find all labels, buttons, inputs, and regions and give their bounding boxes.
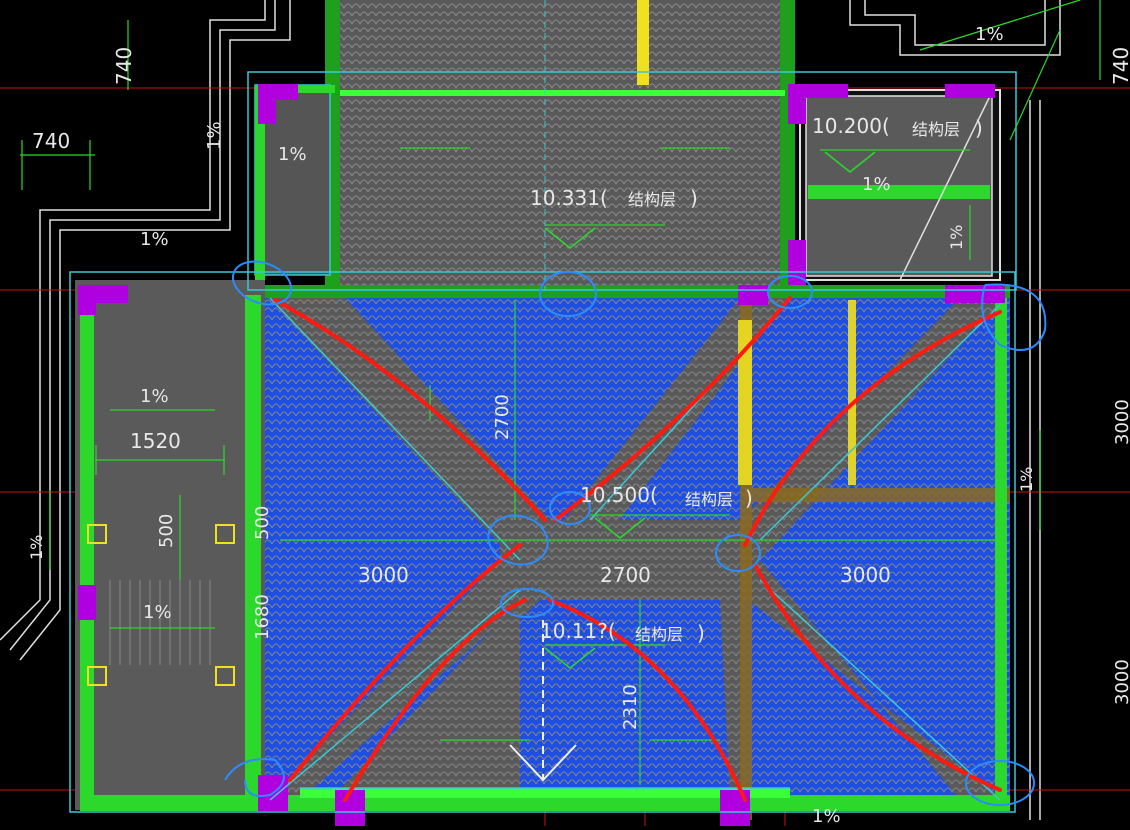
dim-3000-right: 3000 (840, 563, 891, 587)
slope-label-left-outer: 1% (140, 229, 169, 250)
dim-1680: 1680 (252, 594, 273, 640)
elevation-top-close: ) (690, 186, 698, 210)
yellow-strip-left (738, 320, 752, 485)
dim-1520: 1520 (130, 429, 181, 453)
drain-arrow (509, 620, 577, 782)
dim-3000-left: 3000 (358, 563, 409, 587)
building-outline (0, 0, 1061, 820)
yellow-strip-right (848, 300, 856, 485)
slope-label-right-room-b: 1% (947, 225, 966, 250)
stair-block (87, 524, 235, 686)
main-roof-tiles (265, 298, 1010, 800)
slope-label-stair: 1% (143, 602, 172, 623)
elevation-bottom-value: 10.11?( (540, 619, 616, 643)
annotation-circles (224, 260, 1047, 806)
bottom-wall (80, 795, 1010, 811)
red-hip-lines (273, 296, 1002, 802)
dim-740-top: 740 (112, 47, 136, 85)
dim-740-right: 740 (1109, 47, 1130, 85)
slope-label-left-bottom: 1% (27, 535, 46, 560)
top-yellow-strip (637, 0, 649, 85)
slope-label-right-side: 1% (1017, 467, 1036, 492)
dim-3000-far-right-a: 3000 (1112, 399, 1130, 445)
dim-500-b: 500 (252, 506, 273, 540)
elevation-center-value: 10.500( (580, 483, 658, 507)
elevation-right-close: ) (975, 116, 983, 140)
left-slab (75, 280, 265, 810)
slope-label-top-right: 1% (975, 24, 1004, 45)
dimension-lines (20, 0, 1101, 785)
elevation-center-close: ) (745, 486, 753, 510)
dim-3000-far-right-b: 3000 (1112, 659, 1130, 705)
slope-label-top-left-room: 1% (278, 144, 307, 165)
elevation-top-value: 10.331( (530, 186, 608, 210)
ridge-beam-top (265, 285, 1010, 299)
elevation-markers (544, 151, 876, 669)
elevation-top-tag: 结构层 (628, 190, 676, 209)
elevation-right-tag: 结构层 (912, 120, 960, 139)
top-right-gutter (808, 185, 990, 199)
dim-740-left: 740 (32, 129, 70, 153)
dim-2700-horizontal: 2700 (600, 563, 651, 587)
slope-label-right-room: 1% (862, 174, 891, 195)
slope-label-left-room: 1% (140, 386, 169, 407)
slope-label-bottom-right: 1% (812, 806, 841, 826)
dim-2700-vertical: 2700 (492, 394, 513, 440)
slope-label-top-left-wall: 1% (204, 121, 225, 150)
elevation-bottom-tag: 结构层 (635, 625, 683, 644)
cyan-outlines (69, 71, 1017, 813)
elevation-center-tag: 结构层 (685, 490, 733, 509)
elevation-bottom-close: ) (697, 621, 705, 645)
dim-500-a: 500 (156, 514, 177, 548)
elevation-right-value: 10.200( (812, 114, 890, 138)
dim-2310: 2310 (620, 684, 641, 730)
